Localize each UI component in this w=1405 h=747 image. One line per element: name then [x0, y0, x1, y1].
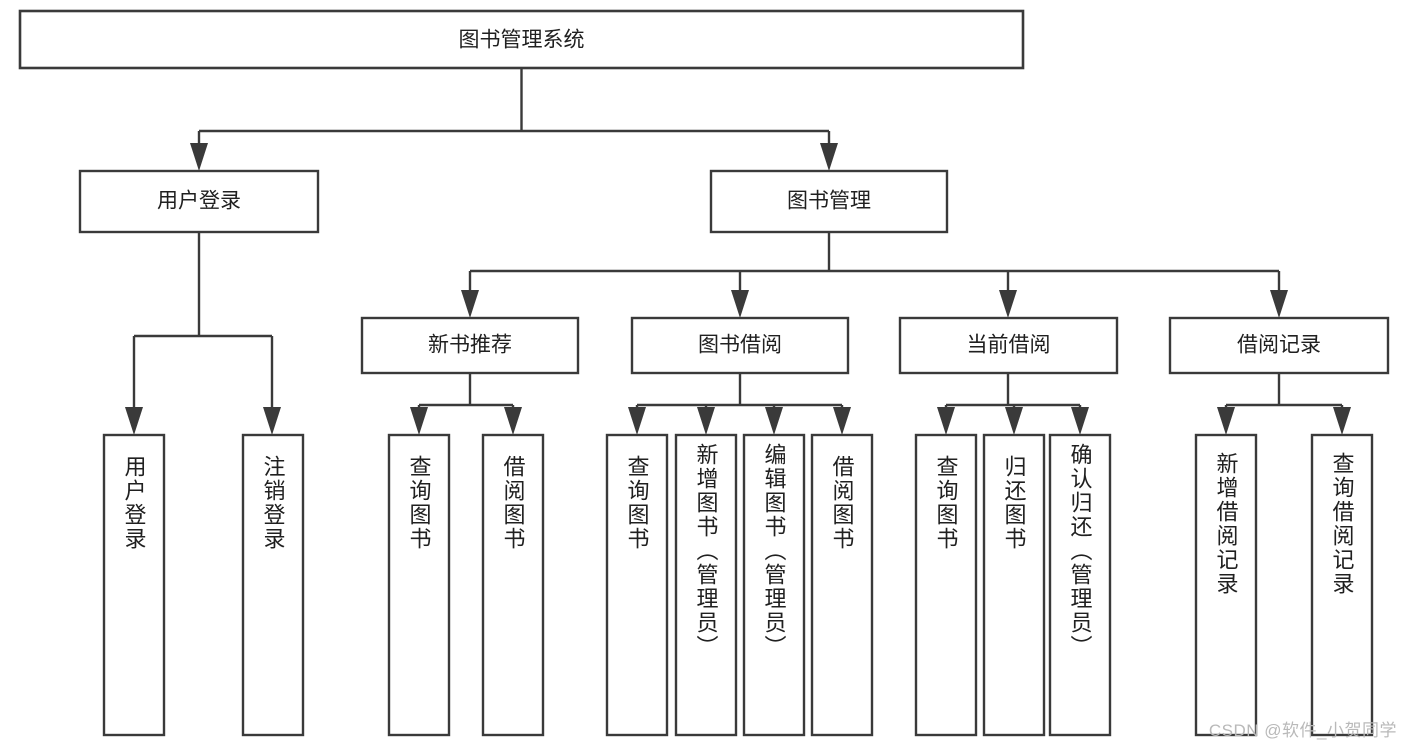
leaf-box-user-login[interactable] — [102, 433, 166, 737]
node-user-login[interactable]: 用户登录 — [78, 169, 320, 234]
connector-group-current — [937, 373, 1089, 435]
node-user-login-box[interactable] — [78, 169, 320, 234]
node-root-box[interactable] — [18, 9, 1025, 70]
connector-group-bookmgmt — [461, 232, 1288, 318]
arrow-head-borrow-to-leaf4 — [833, 407, 851, 435]
connector-group-login — [125, 232, 281, 435]
arrow-head-login-to-leaf1 — [125, 407, 143, 435]
leaf-box-edit-book-admin[interactable] — [742, 433, 806, 737]
node-current-borrow-label: 当前借阅 — [967, 334, 1051, 357]
arrow-head-bookmgmt-to-newbook — [461, 290, 479, 318]
arrow-head-bookmgmt-to-current — [999, 290, 1017, 318]
arrow-head-current-to-leaf3 — [1071, 407, 1089, 435]
leaf-box-query-borrow-record[interactable] — [1310, 433, 1374, 737]
arrow-head-newbook-to-leaf1 — [410, 407, 428, 435]
arrow-head-root-to-login — [190, 143, 208, 171]
arrow-head-root-to-bookmgmt — [820, 143, 838, 171]
connector-group-newbook — [410, 373, 522, 435]
node-borrow-records-label: 借阅记录 — [1237, 334, 1321, 357]
node-book-management-box[interactable] — [709, 169, 949, 234]
arrow-head-current-to-leaf2 — [1005, 407, 1023, 435]
leaf-box-group — [102, 433, 1374, 737]
node-current-borrow-box[interactable] — [898, 316, 1119, 375]
arrow-head-borrow-to-leaf1 — [628, 407, 646, 435]
leaf-box-borrow-book-newbook[interactable] — [481, 433, 545, 737]
node-book-borrow-label: 图书借阅 — [698, 334, 782, 357]
node-book-borrow-box[interactable] — [630, 316, 850, 375]
connector-group-borrow — [628, 373, 851, 435]
node-new-book-recommend-label: 新书推荐 — [428, 334, 512, 357]
arrow-head-bookmgmt-to-records — [1270, 290, 1288, 318]
node-book-management[interactable]: 图书管理 — [709, 169, 949, 234]
node-new-book-recommend-box[interactable] — [360, 316, 580, 375]
arrow-head-records-to-leaf2 — [1333, 407, 1351, 435]
node-current-borrow[interactable]: 当前借阅 — [898, 316, 1119, 375]
arrow-head-records-to-leaf1 — [1217, 407, 1235, 435]
leaf-box-add-borrow-record[interactable] — [1194, 433, 1258, 737]
arrow-head-login-to-leaf2 — [263, 407, 281, 435]
arrow-head-borrow-to-leaf2 — [697, 407, 715, 435]
leaf-box-return-book[interactable] — [982, 433, 1046, 737]
arrow-head-current-to-leaf1 — [937, 407, 955, 435]
leaf-box-logout-login[interactable] — [241, 433, 305, 737]
arrow-head-bookmgmt-to-borrow — [731, 290, 749, 318]
node-book-management-label: 图书管理 — [787, 190, 871, 213]
leaf-box-query-book-newbook[interactable] — [387, 433, 451, 737]
leaf-box-borrow-book[interactable] — [810, 433, 874, 737]
node-borrow-records[interactable]: 借阅记录 — [1168, 316, 1390, 375]
leaf-box-confirm-return-admin[interactable] — [1048, 433, 1112, 737]
leaf-box-query-book-borrow[interactable] — [605, 433, 669, 737]
node-user-login-label: 用户登录 — [157, 190, 241, 213]
leaf-box-query-book-current[interactable] — [914, 433, 978, 737]
arrow-head-borrow-to-leaf3 — [765, 407, 783, 435]
arrow-head-newbook-to-leaf2 — [504, 407, 522, 435]
node-borrow-records-box[interactable] — [1168, 316, 1390, 375]
connector-group-root — [190, 68, 838, 171]
leaf-box-add-book-admin[interactable] — [674, 433, 738, 737]
node-new-book-recommend[interactable]: 新书推荐 — [360, 316, 580, 375]
connector-group-records — [1217, 373, 1351, 435]
node-root-label: 图书管理系统 — [459, 29, 585, 52]
watermark-text: CSDN @软件_小贺同学 — [1208, 721, 1397, 740]
node-root[interactable]: 图书管理系统 — [18, 9, 1025, 70]
node-book-borrow[interactable]: 图书借阅 — [630, 316, 850, 375]
